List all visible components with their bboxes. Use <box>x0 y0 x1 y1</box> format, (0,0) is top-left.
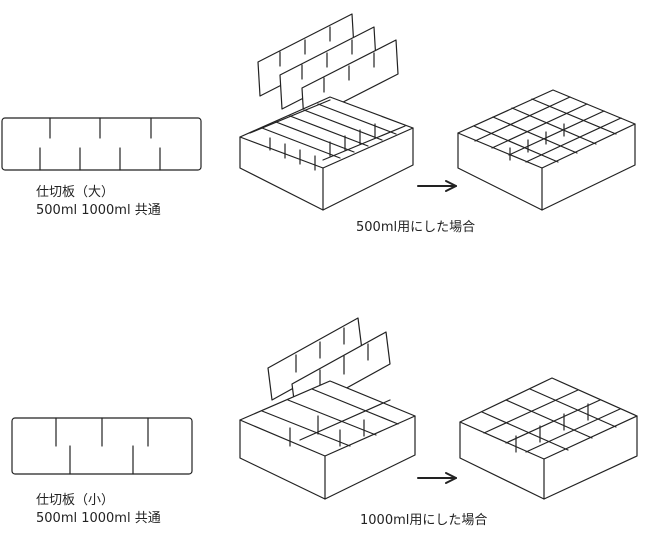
small-divider-name: 仕切板（小） <box>36 493 115 508</box>
large-divider-label: 仕切板（大） 500ml 1000ml 共通 <box>36 184 161 220</box>
top-arrow <box>417 180 457 192</box>
small-divider-label: 仕切板（小） 500ml 1000ml 共通 <box>36 492 161 528</box>
large-divider-compat: 500ml 1000ml 共通 <box>36 203 161 218</box>
top-open-box <box>239 96 414 211</box>
small-divider-compat: 500ml 1000ml 共通 <box>36 511 161 526</box>
bottom-result-caption: 1000ml用にした場合 <box>360 513 488 528</box>
large-divider-name: 仕切板（大） <box>36 185 115 200</box>
small-divider-plate <box>11 417 193 475</box>
large-divider-plate <box>1 117 202 171</box>
bottom-arrow <box>417 472 457 484</box>
bottom-finished-box <box>459 377 638 500</box>
top-finished-box <box>457 89 636 211</box>
bottom-open-box <box>239 380 416 500</box>
top-result-caption: 500ml用にした場合 <box>356 220 476 235</box>
